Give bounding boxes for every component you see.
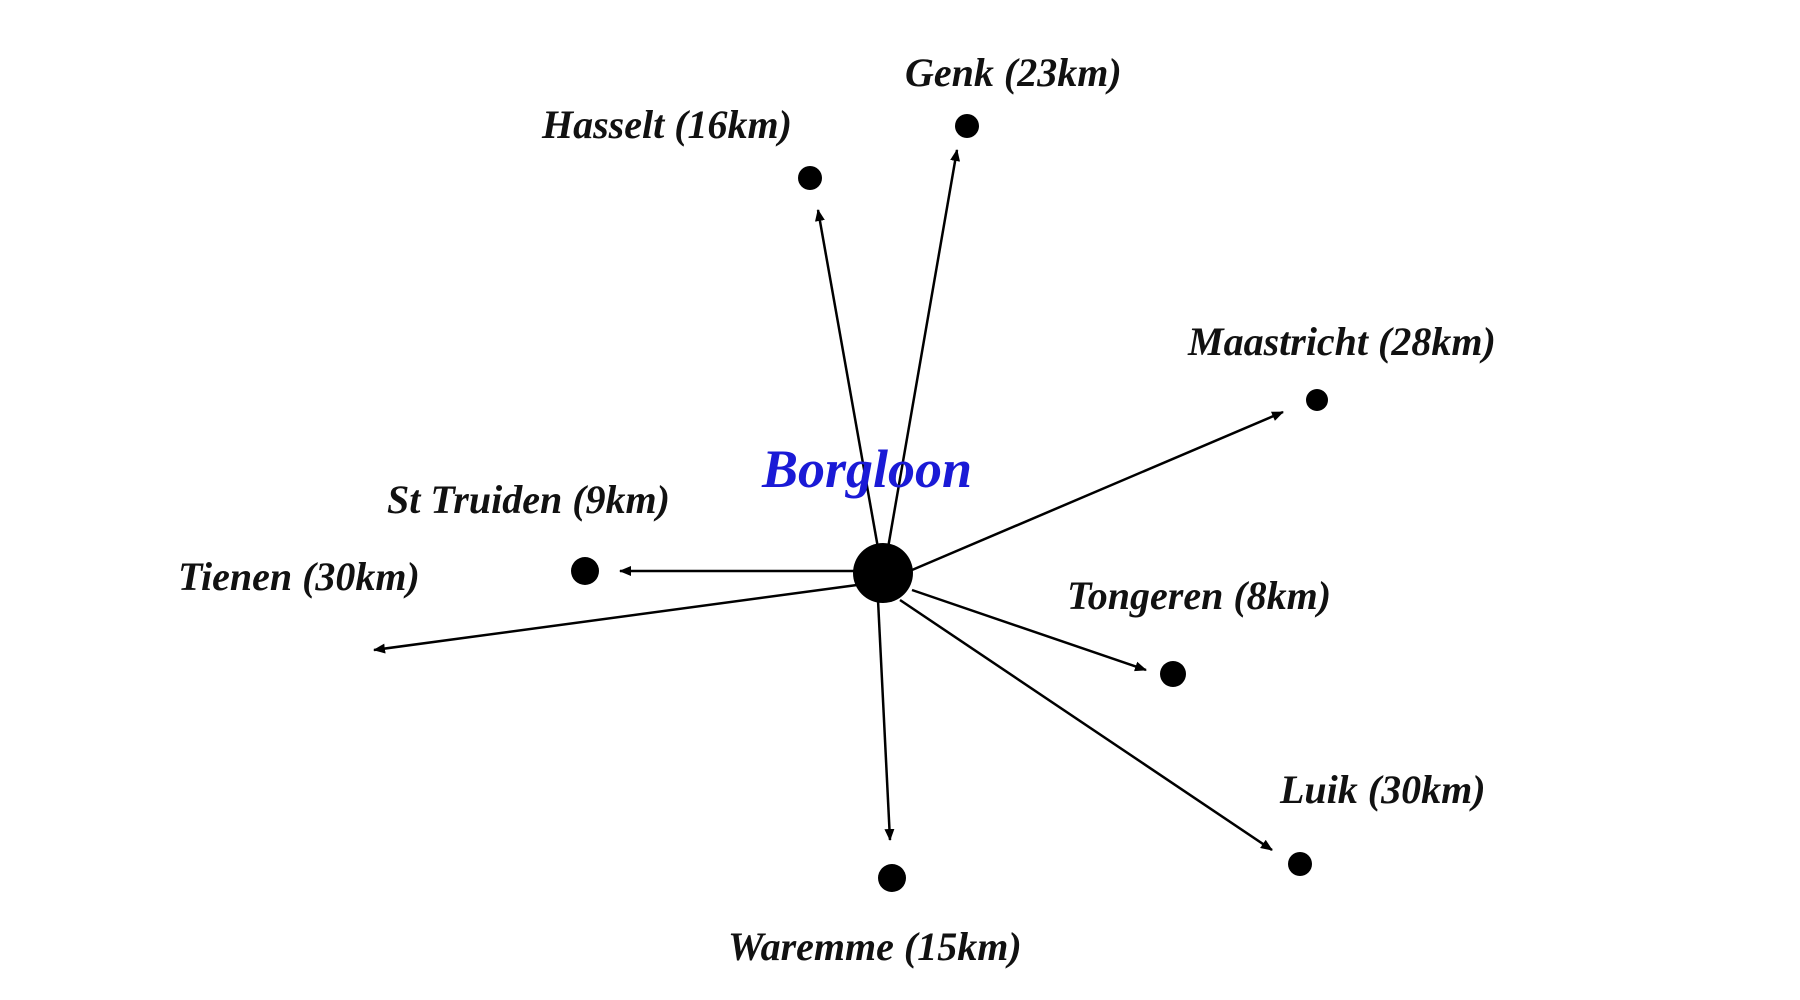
arrow-to-tongeren (911, 588, 1147, 672)
st-truiden-dot (571, 557, 599, 585)
maastricht-dot (1306, 389, 1328, 411)
waremme-label: Waremme (15km) (728, 924, 1022, 969)
arrow-to-tienen (373, 583, 858, 654)
tienen-label: Tienen (30km) (178, 554, 420, 599)
arrow-to-genk (886, 149, 961, 549)
waremme-dot (878, 864, 906, 892)
st-truiden-label: St Truiden (9km) (387, 477, 670, 522)
genk-dot (955, 114, 979, 138)
luik-dot (1288, 852, 1312, 876)
arrow-to-waremme (876, 599, 895, 841)
hasselt-label: Hasselt (16km) (541, 102, 792, 147)
borgloon-hub-dot (853, 543, 913, 603)
arrow-to-hasselt (814, 209, 880, 549)
arrow-to-luik (899, 598, 1273, 852)
luik-label: Luik (30km) (1279, 767, 1486, 812)
arrow-to-maastricht (911, 410, 1284, 572)
maastricht-label: Maastricht (28km) (1187, 319, 1496, 364)
tongeren-label: Tongeren (8km) (1067, 573, 1331, 618)
hasselt-dot (798, 166, 822, 190)
hub-label: Borgloon (761, 439, 972, 499)
genk-label: Genk (23km) (905, 50, 1122, 95)
tongeren-dot (1160, 661, 1186, 687)
